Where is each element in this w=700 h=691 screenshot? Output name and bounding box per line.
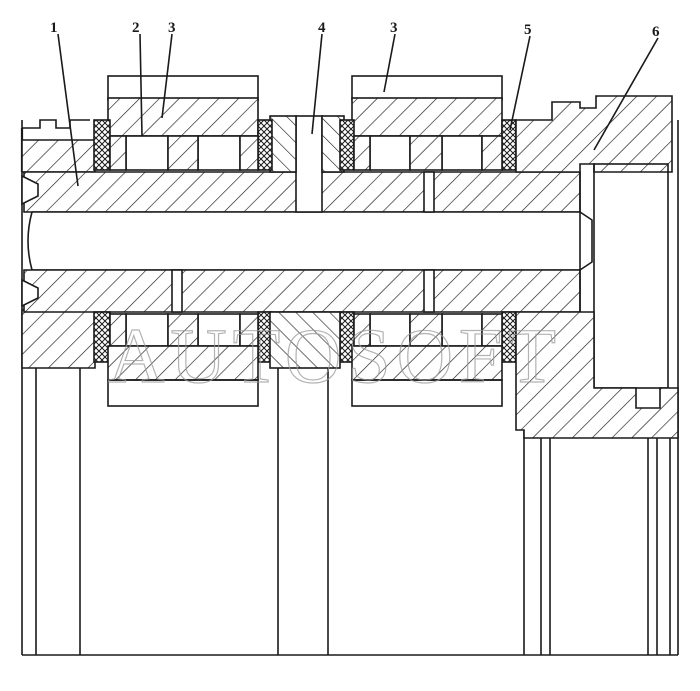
watermark: AUTOSOFT <box>107 311 562 399</box>
callout-label-4: 4 <box>318 20 326 36</box>
callout-label-3a: 3 <box>168 20 176 36</box>
right-housing-part-6 <box>515 95 679 439</box>
shaft-bore <box>27 211 580 271</box>
callout-label-5: 5 <box>524 22 532 38</box>
callout-label-2: 2 <box>132 20 140 36</box>
right-gear-lower <box>339 311 517 407</box>
pin-part-4 <box>269 115 435 213</box>
left-gear-lower <box>93 311 273 407</box>
right-gear-upper <box>339 75 517 171</box>
left-cover-upper <box>21 139 96 173</box>
shaft-lower-wall <box>21 269 581 313</box>
callout-label-1: 1 <box>50 20 58 36</box>
callout-label-6: 6 <box>652 24 660 40</box>
housing-lower <box>21 120 679 656</box>
watermark-text: AUTOSOFT <box>108 312 562 399</box>
left-cover-lower <box>21 309 96 369</box>
callouts: 1 2 3 4 3 5 6 <box>50 20 660 187</box>
callout-label-3b: 3 <box>390 20 398 36</box>
left-gear-upper <box>93 75 273 171</box>
spacer-lower <box>269 311 341 369</box>
